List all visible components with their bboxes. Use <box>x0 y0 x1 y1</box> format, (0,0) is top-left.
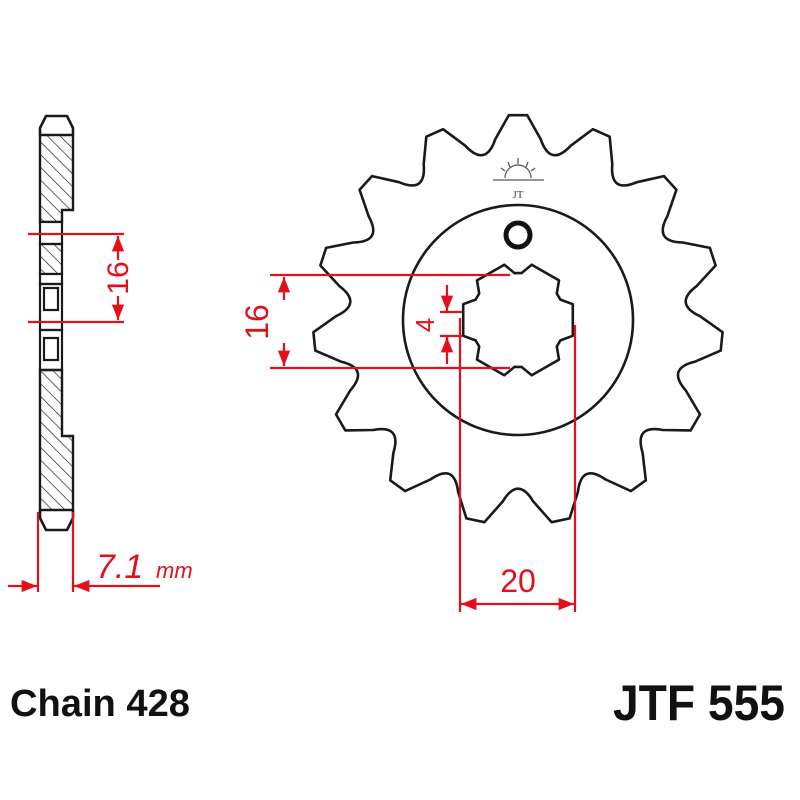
sprocket-teeth-outline <box>312 113 724 524</box>
profile-gap <box>38 272 64 286</box>
thickness-dimension: 7.1 mm <box>8 512 193 593</box>
profile-lower-hatch <box>38 368 75 512</box>
hub-circle <box>401 203 635 437</box>
profile-bottom-cap <box>38 510 75 532</box>
side-spline-height-label: 16 <box>102 261 135 294</box>
profile-slot <box>42 286 60 312</box>
profile-slot <box>42 336 60 362</box>
sprocket-front-view: JT <box>312 113 724 524</box>
mounting-hole <box>503 220 533 250</box>
thickness-unit: mm <box>156 558 193 583</box>
key-width-label: 4 <box>410 318 440 332</box>
chain-label: Chain 428 <box>10 683 190 725</box>
spline-width-label: 20 <box>500 563 536 599</box>
side-profile <box>38 114 75 532</box>
key-width-dimension: 4 <box>410 285 462 364</box>
spline-width-dimension: 20 <box>458 318 577 612</box>
logo-text: JT <box>513 189 524 201</box>
spline-height-dimension: 16 <box>239 273 510 370</box>
part-number: JTF 555 <box>613 675 785 731</box>
spline-bore <box>461 263 575 377</box>
profile-mid-hatch <box>38 242 64 276</box>
thickness-value: 7.1 <box>96 548 143 586</box>
spline-height-label: 16 <box>239 304 275 340</box>
profile-top-cap <box>38 114 75 135</box>
profile-upper-hatch <box>38 133 75 224</box>
jt-logo: JT <box>493 158 544 201</box>
side-dimension-16: 16 <box>28 232 135 324</box>
